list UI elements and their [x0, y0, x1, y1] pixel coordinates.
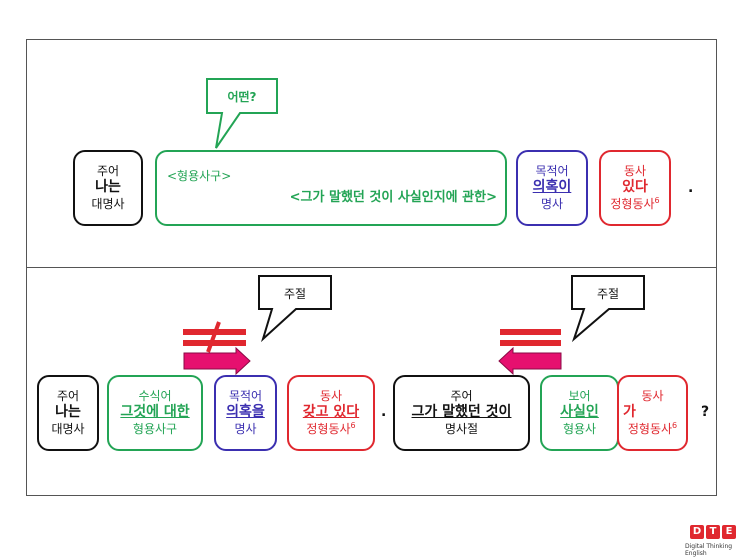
- bottom-right-bubble-label: 주절: [596, 287, 620, 301]
- phrase-text: <그가 말했던 것이 사실인지에 관한>: [289, 190, 497, 206]
- pos-label: 정형동사6: [306, 421, 356, 437]
- word-label: 그것에 대한: [120, 404, 190, 421]
- role-label: 목적어: [535, 164, 569, 179]
- word-label: 의혹을: [226, 404, 265, 421]
- bottom-left-speech-bubble: [258, 275, 332, 343]
- logo-subtitle: Digital Thinking English: [685, 543, 733, 557]
- logo-letter: E: [722, 525, 736, 539]
- pos-label: 형용사: [562, 421, 597, 436]
- top-speech-bubble: [206, 78, 278, 149]
- pos-label: 명사: [234, 421, 257, 436]
- top-object-box: 목적어 의혹이 명사: [516, 150, 588, 226]
- pos-label: 명사: [540, 196, 564, 211]
- word-label: 사실인: [560, 404, 599, 421]
- top-subject-box: 주어 나는 대명사: [73, 150, 143, 226]
- logo-letter: T: [706, 525, 720, 539]
- equal-sign: [500, 329, 561, 346]
- pos-label: 정형동사6: [610, 196, 660, 212]
- word-label: 그가 말했던 것이: [411, 404, 512, 421]
- role-label: 주어: [56, 389, 80, 404]
- dte-logo: D T E: [690, 525, 736, 539]
- bottom-verb-box: 동사 갖고 있다 정형동사6: [287, 375, 375, 451]
- word-label: 나는: [95, 179, 121, 196]
- role-label: 보어: [568, 389, 591, 404]
- pos-label: 대명사: [51, 421, 85, 436]
- bottom-complement-box: 보어 사실인 형용사: [540, 375, 619, 451]
- right-arrow: [183, 346, 251, 376]
- word-label: 갖고 있다: [302, 403, 360, 420]
- left-arrow: [498, 346, 562, 376]
- role-label: 주어: [96, 164, 120, 179]
- word-label: 있다: [622, 178, 648, 195]
- role-label: 주어: [450, 389, 473, 404]
- pos-label: 정형동사6: [627, 421, 678, 437]
- logo-letter: D: [690, 525, 704, 539]
- word-label: 의혹이: [532, 179, 572, 196]
- role-label: 동사: [641, 388, 664, 403]
- top-verb-box: 동사 있다 정형동사6: [599, 150, 671, 226]
- pos-label: 명사절: [444, 421, 479, 436]
- bottom-right-speech-bubble: [571, 275, 645, 343]
- top-adjective-phrase-box: <형용사구> <그가 말했던 것이 사실인지에 관한>: [155, 150, 507, 226]
- bottom-question-mark: ?: [701, 404, 710, 420]
- bottom-subject-clause-box: 주어 그가 말했던 것이 명사절: [393, 375, 530, 451]
- bottom-period: .: [381, 404, 387, 420]
- bottom-subject-box: 주어 나는 대명사: [37, 375, 99, 451]
- role-label: 동사: [319, 388, 343, 403]
- role-label: 목적어: [228, 389, 263, 404]
- top-bubble-label: 어떤?: [227, 90, 257, 104]
- role-label: 동사: [623, 163, 647, 178]
- bottom-left-bubble-label: 주절: [283, 287, 307, 301]
- not-equal-sign: [183, 321, 246, 353]
- role-label: 수식어: [138, 389, 172, 404]
- phrase-tag: <형용사구>: [167, 169, 232, 184]
- pos-label: 대명사: [91, 196, 125, 211]
- bottom-object-box: 목적어 의혹을 명사: [214, 375, 277, 451]
- bottom-verb2-box: 동사 가 정형동사6: [617, 375, 688, 451]
- word-label: 나는: [55, 404, 81, 421]
- top-period: .: [688, 180, 694, 196]
- bottom-modifier-box: 수식어 그것에 대한 형용사구: [107, 375, 203, 451]
- pos-label: 형용사구: [132, 421, 178, 436]
- word-label: 가: [623, 403, 636, 420]
